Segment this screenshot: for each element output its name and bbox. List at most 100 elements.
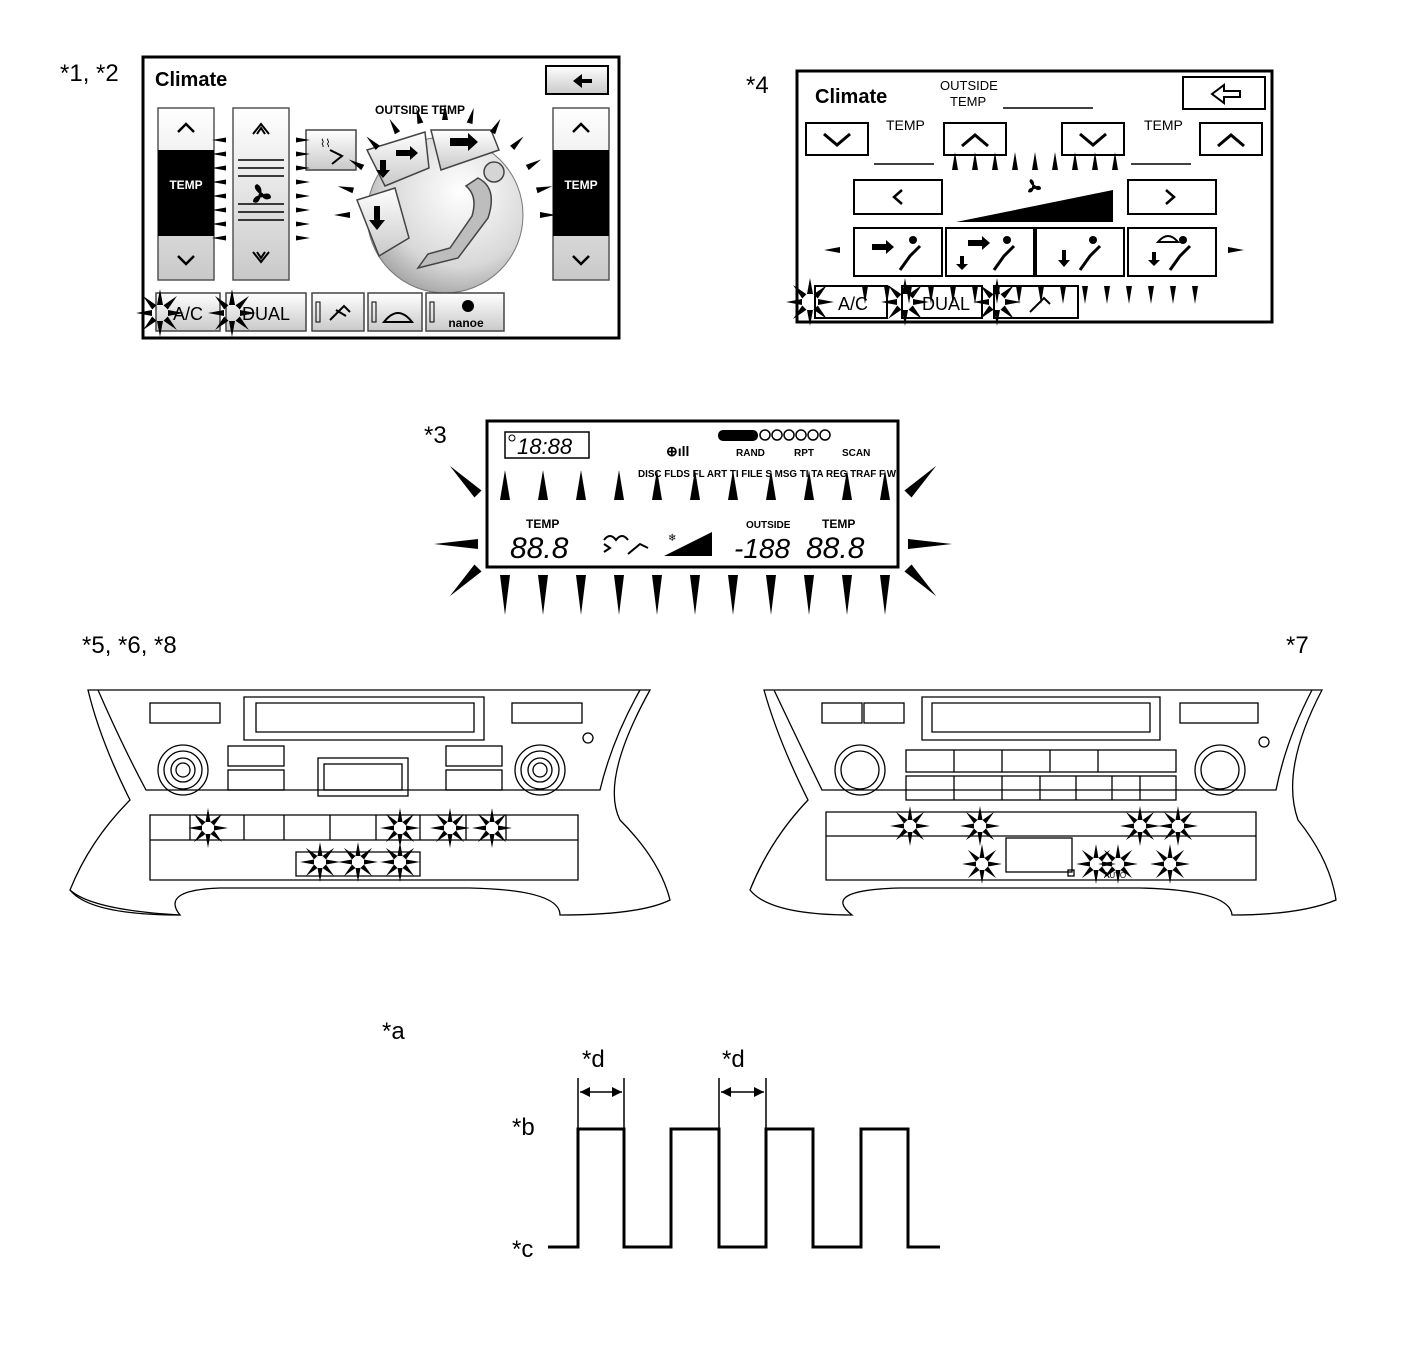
flash-spike [477,830,490,843]
flash-spike [813,285,827,299]
flash-spike [1093,870,1099,884]
screen1-temp-right[interactable]: TEMP [552,107,610,281]
screen4-temp-left-down[interactable] [805,122,869,156]
flash-spike [385,847,398,860]
wave-label-b: *b [512,1114,535,1141]
flash-spike [1000,305,1014,319]
blink-waveform [548,1078,940,1249]
knob-icon[interactable] [157,744,209,796]
flash-spike [500,470,510,500]
flash-spike [163,316,177,330]
flash-spike [434,539,478,549]
flash-spike [980,305,994,319]
flash-bursts [136,104,1244,884]
flash-spike [576,575,586,615]
flash-spike [305,847,318,860]
screen-1-2: Climate TEMP [141,55,621,340]
screen1-back-button[interactable] [545,65,609,95]
flash-spike [1172,866,1185,879]
flash-spike [842,470,852,500]
screen4-mode-face[interactable] [853,227,943,277]
lcd-segment-labels: DISC FLDS FL ART TI FILE S MSG TI TA REG… [638,469,897,480]
screen1-dual-button[interactable]: DUAL [225,292,307,332]
flash-spike [804,470,814,500]
flash-spike [1150,861,1164,867]
flash-spike [229,321,235,337]
screen1-defrost-button[interactable] [367,292,423,332]
flash-spike [449,465,482,498]
screen1-ac-button[interactable]: A/C [155,292,221,332]
flash-spike [205,834,211,848]
flash-spike [385,864,398,877]
lcd-scan: SCAN [842,448,870,459]
flash-spike [212,207,226,213]
flash-spike [136,310,152,316]
knob-icon[interactable] [514,744,566,796]
flash-spike [1000,285,1014,299]
flash-spike [1163,828,1176,841]
flash-spike [1104,286,1110,304]
flash-spike [1120,866,1133,879]
flash-spike [766,470,776,500]
flash-spike [813,305,827,319]
knob-icon[interactable] [1194,744,1246,796]
fan-icon [1028,179,1041,193]
screen4-temp-right-up[interactable] [1199,122,1263,156]
flash-spike [1103,849,1116,862]
screen4-fan-down[interactable] [853,179,943,215]
flash-spike [972,286,978,304]
flash-spike [994,286,1000,304]
screen4-temp-right-down[interactable] [1061,122,1125,156]
flash-spike [728,575,738,615]
flash-spike [960,823,974,829]
flash-spike [348,159,365,171]
screen1-defrost-seat-button[interactable]: ⌇⌇ [305,129,357,171]
flash-spike [965,828,978,841]
flash-spike [494,830,507,843]
screen1-fan-column[interactable] [232,107,290,281]
screen1-temp-left-label: TEMP [169,178,202,192]
flash-spike [188,825,202,831]
flash-spike [212,151,226,157]
chevron-down-icon [1079,132,1107,147]
defrost-icon [1155,235,1181,243]
flash-spike [690,575,700,615]
screen4-back-button[interactable] [1182,76,1266,110]
chevron-down-icon [823,132,851,147]
flash-spike [1184,823,1198,829]
knob-icon[interactable] [834,744,886,796]
screen4-temp-left-up[interactable] [943,122,1007,156]
flash-spike [1115,844,1121,858]
flash-spike [472,825,486,831]
flash-spike [804,575,814,615]
flash-spike [385,813,398,826]
screen1-airflow-buttons[interactable] [356,129,500,258]
flash-spike [494,813,507,826]
screen4-mode-feet[interactable] [1035,227,1125,277]
flash-spike [1081,849,1094,862]
flash-spike [1146,823,1160,829]
screen1-temp-left[interactable]: TEMP [157,107,215,281]
screen4-fan-up[interactable] [1127,179,1217,215]
flash-spike [904,465,937,498]
flash-spike [984,849,997,862]
flash-spike [538,470,548,500]
screen4-dual-label: DUAL [922,294,970,314]
screen4-temp-right-label: TEMP [1144,117,1183,133]
screen4-mode-bilevel[interactable] [945,227,1035,277]
flash-spike [888,285,902,299]
screen1-recirc-button[interactable] [311,292,365,332]
flash-spike [979,870,985,884]
flash-spike [466,107,474,125]
flash-spike [1158,823,1172,829]
flash-spike [888,305,902,319]
flash-spike [360,847,373,860]
screen4-mode-defrost-feet[interactable] [1127,227,1217,277]
fig-label-4: *4 [746,72,769,99]
flash-spike [208,310,224,316]
flash-spike [818,299,834,305]
screen1-nanoe-button[interactable]: nanoe [425,292,505,332]
flash-spike [540,212,556,218]
flash-spike [355,842,361,856]
